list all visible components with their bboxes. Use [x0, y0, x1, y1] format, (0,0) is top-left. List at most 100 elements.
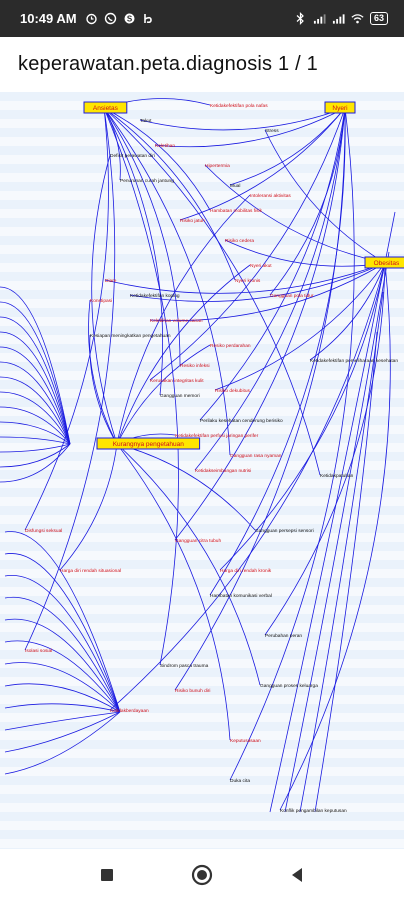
diagnosis-node[interactable]: Ketidakseimbangan nutrisi: [195, 468, 251, 474]
hub-node[interactable]: Ansietas: [83, 101, 128, 114]
connector-line: [0, 443, 71, 453]
diagnosis-node[interactable]: Gangguan persepsi sensori: [255, 528, 314, 534]
connector-line: [0, 376, 71, 445]
connector-line: [229, 107, 346, 186]
diagnosis-node[interactable]: Mual: [230, 183, 240, 189]
diagnosis-node[interactable]: Ketidakefektifan perfusi jaringan perife…: [175, 433, 259, 439]
connector-line: [116, 194, 251, 445]
diagnosis-node[interactable]: Gangguan proses keluarga: [260, 683, 318, 689]
connector-line: [309, 262, 386, 361]
hub-label: Kurangnya pengetahuan: [113, 441, 185, 448]
connector-line: [103, 107, 236, 281]
diagnosis-node[interactable]: Ketidakpatuhan: [320, 473, 354, 479]
diagnosis-node[interactable]: Konflik pengambilan keputusan: [280, 808, 347, 814]
diagnosis-node[interactable]: Gangguan citra tubuh: [175, 538, 221, 544]
connector-line: [116, 443, 261, 686]
recents-button[interactable]: [87, 855, 127, 895]
diagnosis-node[interactable]: Kesiapan meningkatkan pengetahuan: [90, 333, 171, 339]
diagnosis-node[interactable]: Resiko infeksi: [180, 363, 210, 369]
diagnosis-node[interactable]: Ketidakefektifan pola nafas: [210, 103, 268, 109]
square-icon: [101, 868, 114, 881]
status-right-icons: 63: [294, 12, 388, 25]
connector-line: [24, 107, 116, 651]
hub-node[interactable]: Obesitas: [364, 256, 404, 269]
connector-line: [174, 107, 346, 691]
diagnosis-node[interactable]: Duka cita: [230, 778, 250, 784]
signal-icon: [313, 12, 326, 25]
diagnosis-node[interactable]: Intoleransi aktivitas: [250, 193, 291, 199]
diagnosis-map[interactable]: Ketidakefektifan pola nafasKeletihanHipe…: [0, 92, 404, 849]
connector-line: [104, 262, 386, 294]
connector-line: [4, 618, 121, 713]
home-button[interactable]: [182, 855, 222, 895]
diagnosis-node[interactable]: Risiko jatuh: [180, 218, 205, 224]
hub-box: [364, 256, 404, 269]
diagnosis-node[interactable]: Disfungsi seksual: [25, 528, 62, 534]
diagnosis-node[interactable]: Gangguan pola tidur: [270, 293, 314, 299]
connector-line: [0, 443, 71, 468]
connector-line: [4, 531, 121, 713]
connector-line: [116, 344, 211, 445]
hub-box: [96, 437, 201, 450]
connector-line: [91, 154, 118, 445]
diagnosis-node[interactable]: Gangguan memori: [160, 393, 200, 399]
hub-node[interactable]: Nyeri: [324, 101, 356, 114]
diagnosis-node[interactable]: Hipertermia: [205, 163, 230, 169]
connector-line: [59, 443, 118, 571]
diagnosis-node[interactable]: Stress: [265, 128, 279, 134]
diagnosis-node[interactable]: Takut: [140, 118, 152, 124]
connector-line: [103, 107, 321, 476]
back-button[interactable]: [277, 855, 317, 895]
status-bar: 10:49 AM S 63: [0, 0, 404, 37]
diagnosis-node[interactable]: Defisit perawatan diri: [110, 153, 155, 159]
diagnosis-node[interactable]: Hambatan mobilitas fisik: [210, 208, 263, 214]
diagnosis-node[interactable]: Harga diri rendah situasional: [60, 568, 121, 574]
diagnosis-node[interactable]: Isolasi sosial: [25, 648, 52, 654]
diagnosis-node[interactable]: Hambatan komunikasi verbal: [210, 593, 272, 599]
diagnosis-node[interactable]: Kelebihan volume cairan: [150, 318, 203, 324]
connector-line: [179, 107, 346, 221]
connector-line: [0, 421, 71, 445]
diagnosis-node[interactable]: Perubahan peran: [265, 633, 302, 639]
diagnosis-node[interactable]: Nyeri akut: [250, 263, 272, 269]
wifi-icon: [351, 12, 364, 25]
diagnosis-node[interactable]: Resiko perdarahan: [210, 343, 251, 349]
connector-line: [4, 711, 121, 731]
connector-line: [149, 107, 346, 381]
connector-line: [4, 683, 121, 713]
connector-line: [103, 107, 231, 456]
diagnosis-node[interactable]: Gangguan rasa nyaman: [230, 453, 282, 459]
connector-line: [209, 107, 346, 596]
connector-line: [154, 107, 346, 148]
diagnosis-node[interactable]: Keputusasaan: [230, 738, 261, 744]
diagnosis-node[interactable]: Diare: [105, 278, 117, 284]
diagnosis-node[interactable]: Ketidakberdayaan: [110, 708, 149, 714]
svg-text:S: S: [126, 15, 132, 24]
diagnosis-node[interactable]: Harga diri rendah kronik: [220, 568, 272, 574]
connector-line: [0, 361, 71, 445]
connector-line: [284, 251, 390, 813]
diagnosis-node[interactable]: Konstipasi: [90, 298, 112, 304]
connector-line: [0, 316, 71, 445]
diagnosis-node[interactable]: Nyeri kronis: [235, 278, 261, 284]
diagnosis-node[interactable]: Perilaku kesehatan cenderung berisiko: [200, 418, 283, 424]
page-title: keperawatan.peta.diagnosis 1 / 1: [18, 53, 318, 75]
diagnosis-node[interactable]: Risiko cedera: [225, 238, 254, 244]
diagnosis-node[interactable]: Penurunan curah jantung: [120, 178, 174, 184]
connector-line: [139, 107, 346, 131]
diagnosis-node[interactable]: Ketidakefektifan koping: [130, 293, 180, 299]
hub-label: Nyeri: [332, 105, 347, 112]
diagnosis-node[interactable]: Sindrom pasca trauma: [160, 663, 209, 669]
diagnosis-node[interactable]: Keletihan: [155, 143, 175, 149]
connector-line: [0, 331, 71, 445]
diagnosis-node[interactable]: Kerusakan integritas kulit: [150, 378, 204, 384]
connector-line: [199, 107, 346, 421]
diagnosis-node[interactable]: Risiko bunuh diri: [175, 688, 210, 694]
diagnosis-node[interactable]: Ketidakefektifan pemeliharaan kesehatan: [310, 358, 398, 364]
connector-line: [0, 391, 71, 445]
status-left-icons: S: [85, 12, 155, 25]
connector-line: [4, 574, 121, 713]
hub-node[interactable]: Kurangnya pengetahuan: [96, 437, 201, 450]
diagnosis-node[interactable]: Risiko dekubitus: [215, 388, 251, 394]
